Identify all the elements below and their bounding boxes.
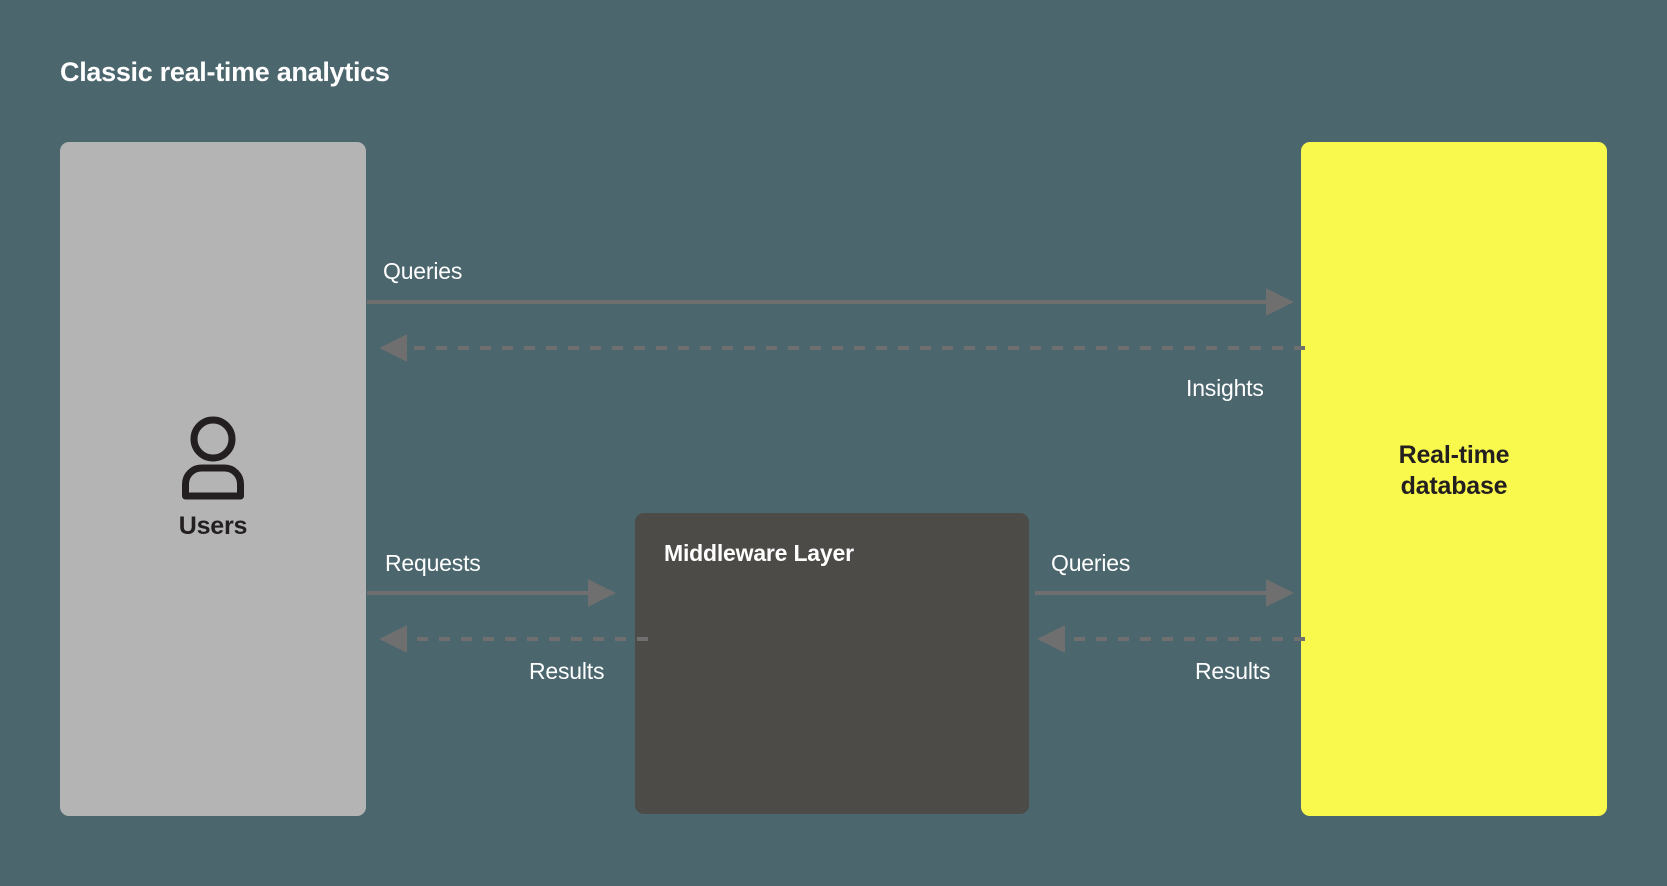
edge-label-queries-top: Queries [383, 258, 463, 284]
user-icon [182, 416, 244, 500]
node-middleware[interactable]: Middleware Layer [635, 513, 1029, 814]
node-users[interactable]: Users [60, 142, 366, 816]
node-users-label: Users [178, 512, 248, 540]
edge-label-results-left: Results [529, 658, 605, 684]
edge-label-requests: Requests [385, 550, 481, 576]
node-database-label-line2: database [1400, 472, 1508, 501]
node-database-label-line1: Real-time [1398, 441, 1510, 469]
edge-label-queries-middle: Queries [1051, 550, 1131, 576]
node-middleware-label: Middleware Layer [664, 540, 854, 566]
page-title: Classic real-time analytics [60, 57, 390, 87]
users-content: Users [60, 414, 366, 541]
edge-label-results-right: Results [1195, 658, 1271, 684]
edge-label-insights: Insights [1186, 375, 1264, 401]
node-database[interactable]: Real-time database [1301, 142, 1607, 816]
node-database-label: Real-time database [1301, 440, 1607, 503]
